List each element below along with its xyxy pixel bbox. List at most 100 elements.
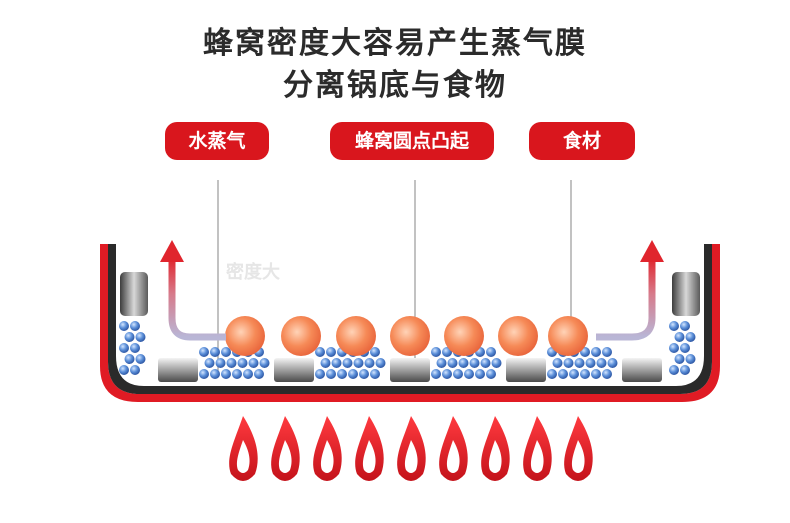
steam-arrow-left-path	[168, 258, 226, 341]
bubble	[119, 343, 129, 353]
bubble	[221, 347, 231, 357]
bubble	[130, 343, 140, 353]
bubble	[607, 358, 618, 368]
bubble	[204, 358, 215, 368]
bubble	[480, 358, 491, 368]
raised-dot-block	[390, 358, 430, 382]
bubble	[552, 358, 563, 368]
bubble	[315, 369, 325, 379]
bubble	[119, 365, 129, 375]
bubble	[320, 358, 331, 368]
food-ball	[548, 316, 588, 356]
bubble	[375, 358, 386, 368]
flame-core	[362, 440, 376, 473]
bubble	[315, 347, 325, 357]
bubble	[469, 358, 480, 368]
bubble	[585, 358, 596, 368]
bubble	[135, 332, 146, 342]
bubble	[491, 358, 502, 368]
bubble	[226, 358, 237, 368]
label-honeycomb-dots: 蜂窝圆点凸起	[330, 122, 494, 160]
bubble	[580, 369, 590, 379]
bubble	[353, 358, 364, 368]
bubble	[326, 347, 336, 357]
raised-dot-block	[506, 358, 546, 382]
bubble	[669, 365, 679, 375]
bubble	[447, 358, 458, 368]
bubble	[431, 369, 441, 379]
bubble	[221, 369, 231, 379]
bubble	[199, 369, 209, 379]
bubble	[431, 347, 441, 357]
food-ball	[390, 316, 430, 356]
watermark-text: 密度大	[226, 262, 280, 283]
food-items	[225, 316, 588, 356]
bubble	[243, 369, 253, 379]
bubble	[547, 369, 557, 379]
bubble	[680, 321, 690, 331]
bubble	[486, 369, 496, 379]
food-ball	[444, 316, 484, 356]
bubble	[364, 358, 375, 368]
bubble	[685, 354, 696, 364]
bubble	[210, 347, 220, 357]
bubble	[685, 332, 696, 342]
flame-core	[530, 440, 544, 473]
bubble	[563, 358, 574, 368]
steam-arrow-right-path	[596, 258, 656, 341]
bubble	[370, 369, 380, 379]
burner-flames	[229, 416, 593, 481]
food-ball	[336, 316, 376, 356]
bubble	[326, 369, 336, 379]
bubble	[337, 369, 347, 379]
raised-dot-block	[274, 358, 314, 382]
raised-dot-block	[158, 358, 198, 382]
bubble	[124, 354, 135, 364]
bubble	[130, 321, 140, 331]
bubble	[602, 369, 612, 379]
raised-dot-block	[622, 358, 662, 382]
bubble	[210, 369, 220, 379]
headline-line-2: 分离锅底与食物	[283, 68, 507, 103]
bubble	[674, 354, 685, 364]
bubble	[464, 369, 474, 379]
bubble	[348, 369, 358, 379]
bubble	[259, 358, 270, 368]
bubble	[370, 347, 380, 357]
bubble	[215, 358, 226, 368]
bubble	[680, 343, 690, 353]
bubble	[237, 358, 248, 368]
bubble	[596, 358, 607, 368]
side-block-right	[672, 272, 700, 316]
flame-core	[571, 440, 585, 473]
bubble	[119, 321, 129, 331]
side-block-left	[120, 272, 148, 316]
bubble	[442, 369, 452, 379]
flame-core	[446, 440, 460, 473]
bubble	[254, 369, 264, 379]
flame-core	[320, 440, 334, 473]
bubble	[669, 343, 679, 353]
bubble	[342, 358, 353, 368]
bubble	[458, 358, 469, 368]
bubble	[331, 358, 342, 368]
flame-core	[404, 440, 418, 473]
bubble	[359, 369, 369, 379]
bubble	[558, 369, 568, 379]
bubble	[591, 347, 601, 357]
bubble	[602, 347, 612, 357]
bubble	[248, 358, 259, 368]
bubble	[475, 369, 485, 379]
steam-arrow-right-head	[640, 240, 664, 262]
bubble	[680, 365, 690, 375]
bubble	[574, 358, 585, 368]
steam-arrow-left-head	[160, 240, 184, 262]
bubble	[591, 369, 601, 379]
bubble	[135, 354, 146, 364]
label-steam: 水蒸气	[165, 122, 269, 160]
honeycomb-raised-dots	[158, 358, 662, 382]
flame-core	[236, 440, 250, 473]
bubble	[130, 365, 140, 375]
bubble	[232, 369, 242, 379]
